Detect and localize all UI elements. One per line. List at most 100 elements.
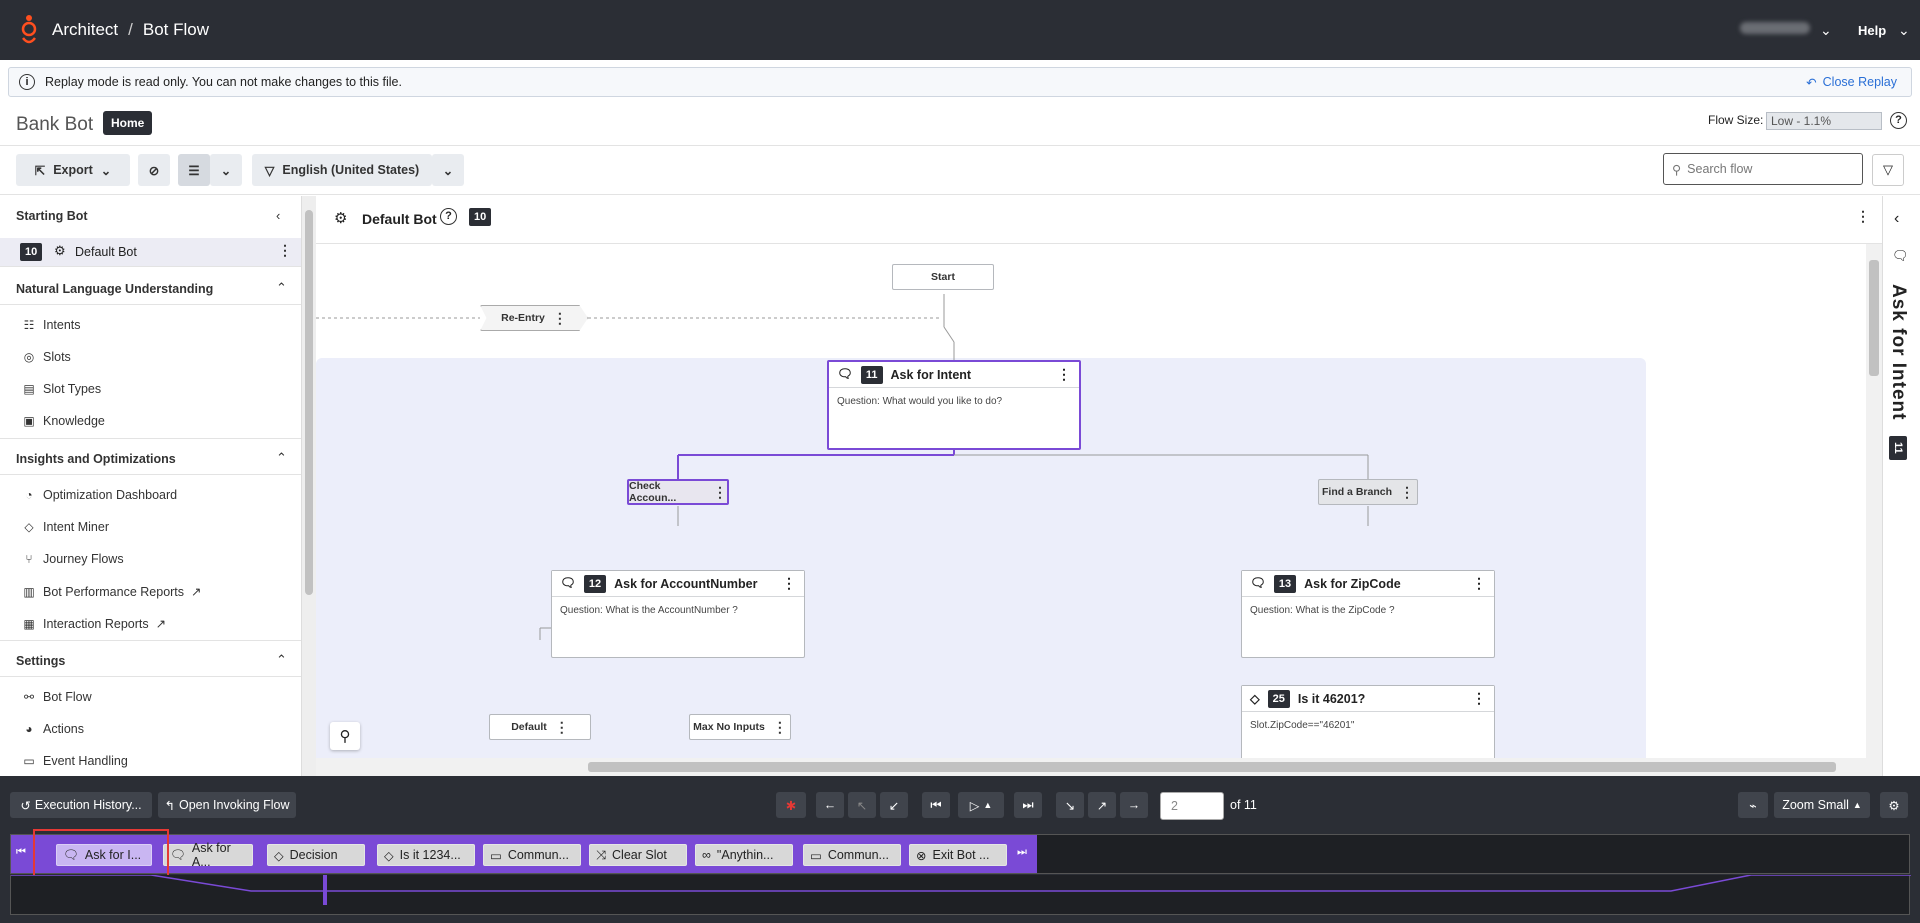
gear-icon[interactable]: ⚙	[1880, 792, 1908, 818]
chevron-left-icon[interactable]: ‹	[1894, 210, 1900, 227]
sidebar-item-optimization-dashboard[interactable]: ◔Optimization Dashboard	[22, 488, 177, 502]
arrow-up-left-icon[interactable]: ↖	[848, 792, 876, 818]
sidebar-item-event-handling[interactable]: ▭Event Handling	[22, 754, 127, 768]
chevron-up-icon[interactable]: ⌃	[276, 450, 287, 465]
search-input[interactable]: ⚲ Search flow	[1663, 153, 1863, 185]
sidebar-item-slots[interactable]: ◎Slots	[22, 350, 71, 364]
timeline-end-icon[interactable]: ⏭	[1017, 846, 1027, 858]
filter-icon: ▽	[1883, 162, 1893, 177]
skip-forward-icon[interactable]: ⏭	[1014, 792, 1042, 818]
list-view-button[interactable]: ☰	[178, 154, 210, 186]
help-menu[interactable]: Help	[1858, 23, 1887, 38]
timeline-step-chip[interactable]: ◇Decision	[267, 844, 365, 866]
re-entry-label: Re-Entry	[501, 312, 545, 324]
view-dropdown-button[interactable]: ⌄	[210, 154, 242, 186]
bot-flow-icon: ⚯	[23, 690, 35, 704]
chevron-up-icon[interactable]: ⌃	[276, 652, 287, 667]
timeline-step-chip[interactable]: ⊗Exit Bot ...	[909, 844, 1007, 866]
breadcrumb: Architect / Bot Flow	[52, 20, 210, 39]
close-replay-button[interactable]: ↶ Close Replay	[1806, 75, 1897, 90]
chart-icon[interactable]: ⌁	[1738, 792, 1768, 818]
export-button[interactable]: ⇱ Export ⌄	[16, 154, 130, 186]
sidebar-item-journey-flows[interactable]: ⑂Journey Flows	[22, 552, 123, 566]
sidebar-item-label: Intent Miner	[43, 520, 110, 534]
chevron-down-icon[interactable]: ⌄	[1820, 22, 1832, 38]
language-dropdown-button[interactable]: ⌄	[432, 154, 464, 186]
sidebar-item-slot-types[interactable]: ▤Slot Types	[22, 382, 101, 396]
scroll-thumb[interactable]	[1869, 260, 1879, 376]
max-no-inputs-node[interactable]: Max No Inputs⋮	[689, 714, 791, 740]
timeline-step-chip[interactable]: ∞"Anythin...	[695, 844, 793, 866]
more-options-icon[interactable]: ⋮	[1856, 208, 1870, 224]
sidebar-item-knowledge[interactable]: ▣Knowledge	[22, 414, 105, 428]
start-node[interactable]: Start	[892, 264, 994, 290]
arrow-down-right-icon[interactable]: ↘	[1056, 792, 1084, 818]
check-account-node[interactable]: Check Accoun...⋮	[627, 479, 729, 505]
arrow-left-icon[interactable]: ←	[816, 792, 844, 818]
re-entry-node[interactable]: Re-Entry ⋮	[480, 305, 588, 331]
timeline-step-chip[interactable]: ▭Commun...	[803, 844, 901, 866]
find-a-branch-node[interactable]: Find a Branch⋮	[1318, 479, 1418, 505]
sidebar-item-actions[interactable]: ◕Actions	[22, 722, 84, 736]
sidebar-item-default-bot[interactable]: 10 ⚙ Default Bot ⋮	[0, 238, 301, 266]
decision-icon: ◇	[384, 848, 394, 863]
timeline-start-icon[interactable]: ⏮	[16, 846, 26, 858]
more-options-icon[interactable]: ⋮	[1400, 483, 1414, 500]
back-icon: ↰	[164, 798, 175, 813]
default-node[interactable]: Default⋮	[489, 714, 591, 740]
open-invoking-flow-button[interactable]: ↰Open Invoking Flow	[158, 792, 296, 818]
timeline-step-chip[interactable]: ⤨Clear Slot	[589, 844, 687, 866]
scroll-thumb[interactable]	[588, 762, 1836, 772]
zoom-select[interactable]: Zoom Small▲	[1774, 792, 1870, 818]
language-filter-button[interactable]: ▽ English (United States)	[252, 154, 432, 186]
sidebar-item-intent-miner[interactable]: ◇Intent Miner	[22, 520, 109, 534]
breadcrumb-architect[interactable]: Architect	[52, 20, 119, 39]
more-options-icon[interactable]: ⋮	[713, 483, 727, 500]
more-options-icon[interactable]: ⋮	[554, 718, 569, 735]
arrow-up-right-icon[interactable]: ↗	[1088, 792, 1116, 818]
more-options-icon[interactable]: ⋮	[1057, 366, 1071, 382]
chevron-left-icon[interactable]: ‹	[276, 208, 281, 223]
more-options-icon[interactable]: ⋮	[1472, 575, 1486, 591]
link-icon: ⊘	[148, 163, 160, 178]
arrow-right-icon[interactable]: →	[1120, 792, 1148, 818]
flow-size-value: Low - 1.1%	[1766, 112, 1882, 130]
sidebar-item-intents[interactable]: ☷Intents	[22, 318, 81, 332]
external-link-icon: ↗	[191, 585, 202, 599]
help-icon[interactable]: ?	[440, 208, 457, 225]
sidebar-item-interaction-reports[interactable]: ▦Interaction Reports↗	[22, 616, 166, 632]
skip-back-icon[interactable]: ⏮	[922, 792, 950, 818]
more-options-icon[interactable]: ⋮	[1472, 690, 1486, 706]
canvas-vertical-scrollbar[interactable]	[1866, 244, 1882, 758]
user-name[interactable]	[1740, 22, 1810, 34]
chevron-up-icon[interactable]: ⌃	[276, 280, 287, 295]
step-input[interactable]: 2	[1160, 792, 1224, 820]
bug-icon[interactable]: ✱	[776, 792, 806, 818]
filter-button[interactable]: ▽	[1872, 154, 1904, 186]
arrow-down-left-icon[interactable]: ↙	[880, 792, 908, 818]
sidebar-item-bot-performance-reports[interactable]: ▥Bot Performance Reports↗	[22, 584, 202, 600]
chevron-down-icon[interactable]: ⌄	[1898, 22, 1910, 38]
link-button[interactable]: ⊘	[138, 154, 170, 186]
more-options-icon[interactable]: ⋮	[278, 242, 292, 258]
more-options-icon[interactable]: ⋮	[772, 718, 787, 735]
timeline-step-chip[interactable]: 🗨Ask for I...	[56, 844, 152, 866]
sidebar-item-bot-flow[interactable]: ⚯Bot Flow	[22, 690, 92, 704]
zoom-search-button[interactable]: ⚲	[330, 722, 360, 750]
canvas-horizontal-scrollbar[interactable]	[316, 758, 1882, 776]
more-options-icon[interactable]: ⋮	[782, 575, 796, 591]
help-icon[interactable]: ?	[1890, 112, 1907, 129]
sidebar-scroll-thumb[interactable]	[305, 210, 313, 595]
play-button[interactable]: ▷▲	[958, 792, 1004, 818]
execution-history-button[interactable]: ↺Execution History...	[10, 792, 152, 818]
more-options-icon[interactable]: ⋮	[552, 309, 567, 326]
timeline-step-chip[interactable]: 🗨Ask for A...	[163, 841, 253, 869]
timeline-step-chip[interactable]: ▭Commun...	[483, 844, 581, 866]
timeline-step-chip[interactable]: ◇Is it 1234...	[377, 844, 475, 866]
